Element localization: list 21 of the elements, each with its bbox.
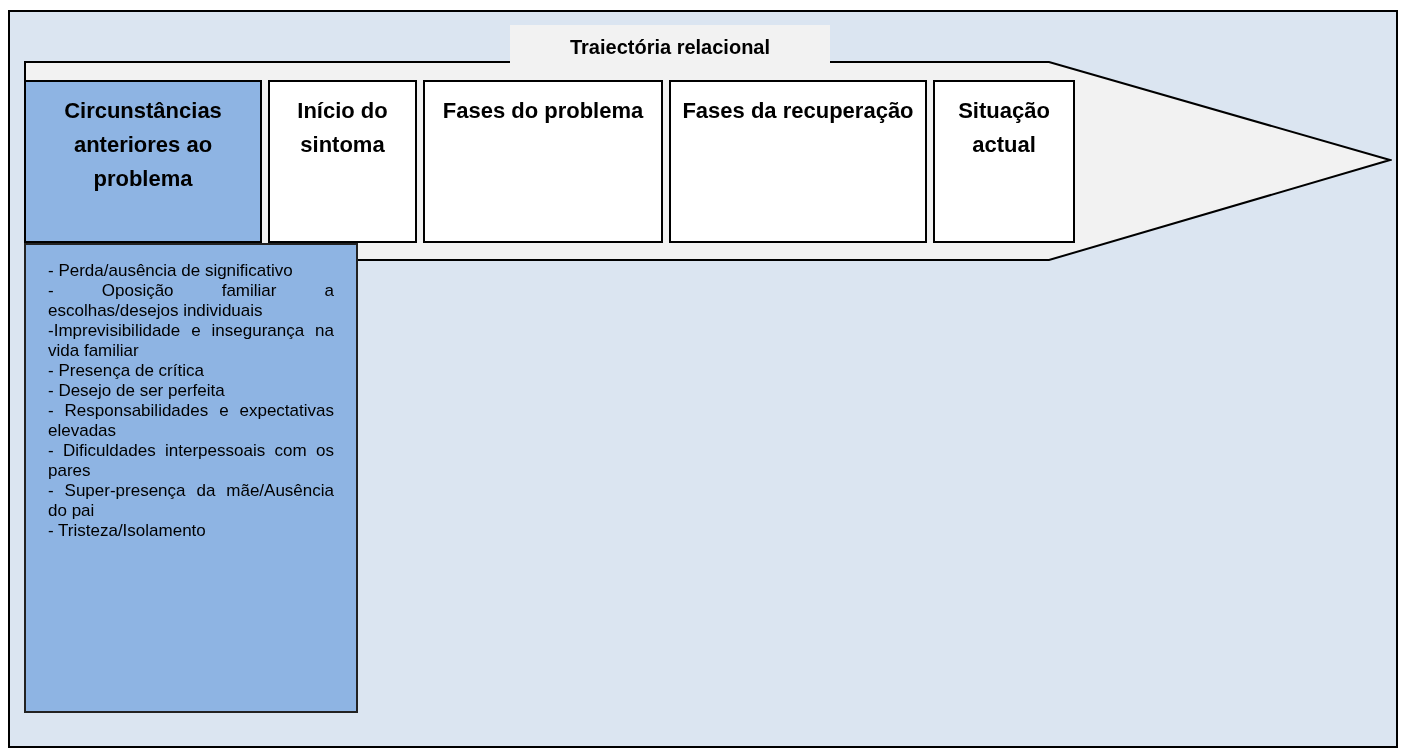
phase-box <box>933 80 1075 243</box>
list-item: - Presença de crítica <box>48 361 205 381</box>
phase-box <box>669 80 927 243</box>
phase-box <box>423 80 663 243</box>
list-item: - Perda/ausência de significativo <box>48 261 294 281</box>
phase-heading: Fases do problema <box>441 97 645 125</box>
list-item: - Dificuldades interpessoais com os pares <box>48 441 334 481</box>
list-item: - Oposição familiar a escolhas/desejos individuais <box>48 281 334 321</box>
list-item: - Responsabilidades e expectativas elevadas <box>48 401 334 441</box>
arrow-band <box>24 25 1392 261</box>
list-item: -Imprevisibilidade e insegurança na vida familiar <box>48 321 334 361</box>
phase-heading: Início do sintoma <box>296 97 389 159</box>
list-item: - Desejo de ser perfeita <box>48 381 226 401</box>
list-item: - Super-presença da mãe/Ausência do pai <box>48 481 334 521</box>
phase-heading: Fases da recuperação <box>681 97 915 125</box>
list-item: - Tristeza/Isolamento <box>48 521 207 541</box>
phase-box <box>24 80 262 243</box>
phase-box <box>268 80 417 243</box>
list-box <box>24 243 358 713</box>
phase-heading: Circunstâncias anteriores ao problema <box>63 97 223 193</box>
phase-heading: Situação actual <box>957 97 1051 159</box>
